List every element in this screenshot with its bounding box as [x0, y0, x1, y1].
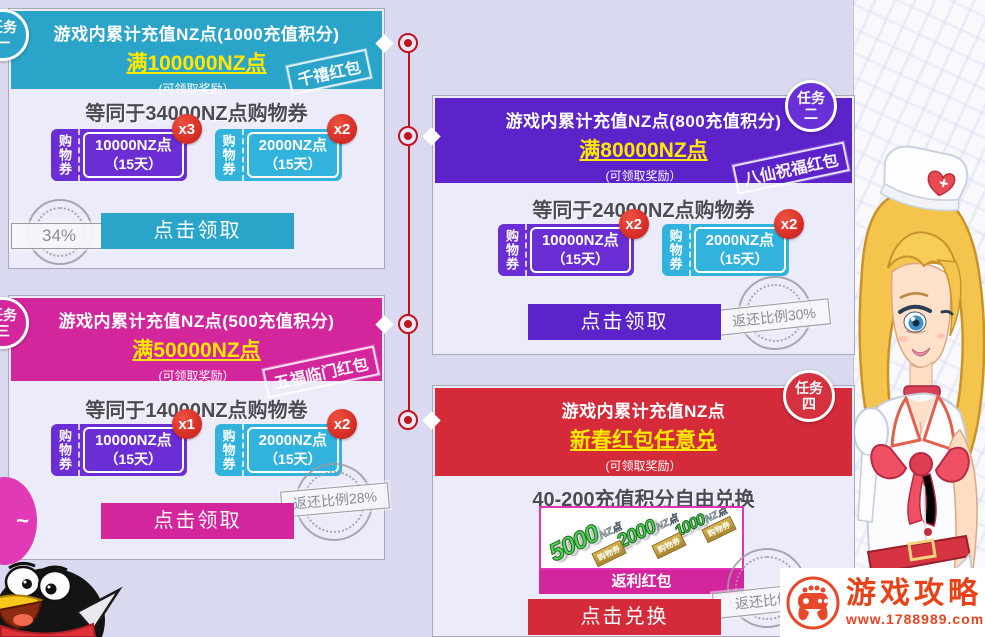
- task4-badge: 任务四: [783, 370, 835, 422]
- site-logo-link[interactable]: 游戏攻略 www.1788989.com: [780, 568, 985, 637]
- timeline-dot-3: [398, 314, 418, 334]
- task4-note: (可领取奖励）: [605, 459, 682, 473]
- coupon-count-badge: x2: [618, 209, 649, 239]
- coupon-10000nz: 购物券 10000NZ点 （15天） x2: [497, 209, 649, 276]
- logo-text: 游戏攻略 www.1788989.com: [846, 576, 985, 627]
- task4-exchange-button[interactable]: 点击兑换: [528, 599, 721, 635]
- task4-title: 游戏内累计充值NZ点: [561, 402, 726, 421]
- task1-coupons: 购物券 10000NZ点 （15天） x3 购物券 2000NZ点 （15天） …: [9, 114, 384, 181]
- coupon-value: 2000NZ点: [705, 232, 775, 250]
- coupon-value: 10000NZ点: [94, 432, 172, 450]
- timeline-dot-4: [398, 410, 418, 430]
- coupon-body: 10000NZ点 （15天）: [529, 227, 631, 273]
- coupon-10000nz: 购物券 10000NZ点 （15天） x3: [50, 114, 202, 181]
- coupon-duration: （15天）: [104, 450, 163, 467]
- task4-rebate-box: 5000NZ点 2000NZ点 1000NZ点 购物券 购物券 购物券 返利红包: [539, 506, 744, 594]
- coupon-count-badge: x2: [774, 209, 805, 239]
- task3-title: 游戏内累计充值NZ点(500充值积分): [58, 312, 335, 331]
- timeline-dot-1: [398, 33, 418, 53]
- nurse-character-illustration: [854, 145, 985, 637]
- task2-badge: 任务二: [785, 80, 837, 132]
- task1-title: 游戏内累计充值NZ点(1000充值积分): [53, 25, 340, 44]
- coupon-value: 2000NZ点: [258, 432, 328, 450]
- coupon-stub: 购物券: [51, 424, 80, 476]
- logo-title: 游戏攻略: [846, 576, 982, 610]
- coupon-stub: 购物券: [51, 129, 80, 181]
- coupon-duration: （15天）: [264, 450, 322, 467]
- money-stacks-image: 5000NZ点 2000NZ点 1000NZ点 购物券 购物券 购物券: [539, 506, 744, 570]
- task-card-3: 游戏内累计充值NZ点(500充值积分) 满50000NZ点 (可领取奖励） 五福…: [8, 295, 390, 560]
- coupon-body: 10000NZ点 （15天）: [82, 427, 184, 473]
- task3-ratio-seal: 返还比例28%: [280, 461, 391, 556]
- task3-header: 游戏内累计充值NZ点(500充值积分) 满50000NZ点 (可领取奖励） 五福…: [11, 298, 382, 399]
- game-controller-icon: [786, 576, 840, 629]
- coupon-value: 10000NZ点: [94, 137, 172, 155]
- task2-title: 游戏内累计充值NZ点(800充值积分): [505, 112, 782, 131]
- coupon-2000nz: 购物券 2000NZ点 （15天） x2: [661, 209, 805, 276]
- coupon-duration: （15天）: [711, 250, 769, 267]
- task2-header: 游戏内累计充值NZ点(800充值积分) 满80000NZ点 (可领取奖励） 八仙…: [435, 98, 852, 195]
- coupon-value: 10000NZ点: [541, 232, 619, 250]
- task3-coupons: 购物券 10000NZ点 （15天） x1 购物券 2000NZ点 （15天） …: [9, 409, 384, 476]
- task3-claim-button[interactable]: 点击领取: [101, 503, 294, 539]
- coupon-count-badge: x3: [171, 114, 202, 144]
- rebate-caption: 返利红包: [539, 570, 744, 594]
- task2-equivalent-text: 等同于24000NZ点购物券: [532, 200, 755, 222]
- task1-progress-seal: 34%: [9, 199, 109, 271]
- coupon-duration: （15天）: [104, 155, 163, 172]
- task4-exchange-text: 40-200充值积分自由兑换: [532, 489, 755, 511]
- task2-coupons: 购物券 10000NZ点 （15天） x2 购物券 2000NZ点 （15天） …: [433, 209, 854, 276]
- task2-ratio-seal: 返还比例30%: [716, 276, 848, 352]
- coupon-stub: 购物券: [215, 424, 244, 476]
- coupon-duration: （15天）: [264, 155, 322, 172]
- coupon-count-badge: x2: [327, 409, 358, 439]
- task1-header: 游戏内累计充值NZ点(1000充值积分) 满100000NZ点 (可领取奖励） …: [11, 11, 382, 96]
- coupon-2000nz: 购物券 2000NZ点 （15天） x2: [214, 114, 358, 181]
- coupon-body: 10000NZ点 （15天）: [82, 132, 184, 178]
- task3-note: (可领取奖励）: [158, 369, 235, 383]
- task1-note: (可领取奖励）: [158, 82, 235, 96]
- coupon-value: 2000NZ点: [258, 137, 328, 155]
- character-panel: [853, 0, 985, 637]
- coupon-body: 2000NZ点 （15天）: [693, 227, 787, 273]
- coupon-count-badge: x1: [171, 409, 202, 439]
- timeline-line: [408, 44, 410, 422]
- coupon-duration: （15天）: [551, 250, 610, 267]
- logo-url: www.1788989.com: [846, 610, 985, 627]
- task1-threshold: 满100000NZ点: [126, 52, 267, 75]
- task1-seal-text: 34%: [11, 223, 107, 249]
- task4-header: 游戏内累计充值NZ点 新春红包任意兑 (可领取奖励）: [435, 388, 852, 476]
- task-card-1: 游戏内累计充值NZ点(1000充值积分) 满100000NZ点 (可领取奖励） …: [8, 8, 385, 269]
- task3-equivalent-text: 等同于14000NZ点购物卷: [85, 400, 308, 422]
- coupon-stub: 购物券: [662, 224, 691, 276]
- task1-claim-button[interactable]: 点击领取: [101, 213, 294, 249]
- coupon-body: 2000NZ点 （15天）: [246, 132, 340, 178]
- coupon-count-badge: x2: [327, 114, 358, 144]
- coupon-body: 2000NZ点 （15天）: [246, 427, 340, 473]
- task4-threshold: 新春红包任意兑: [570, 429, 717, 452]
- task3-threshold: 满50000NZ点: [132, 339, 261, 362]
- coupon-stub: 购物券: [215, 129, 244, 181]
- task2-note: (可领取奖励）: [605, 169, 682, 183]
- coupon-10000nz: 购物券 10000NZ点 （15天） x1: [50, 409, 202, 476]
- qq-penguin-mascot: [0, 561, 123, 637]
- timeline-dot-2: [398, 126, 418, 146]
- task2-claim-button[interactable]: 点击领取: [528, 304, 721, 340]
- task2-threshold: 满80000NZ点: [579, 139, 708, 162]
- task1-equivalent-text: 等同于34000NZ点购物券: [85, 103, 308, 125]
- coupon-stub: 购物券: [498, 224, 527, 276]
- task-card-2: 游戏内累计充值NZ点(800充值积分) 满80000NZ点 (可领取奖励） 八仙…: [432, 95, 855, 355]
